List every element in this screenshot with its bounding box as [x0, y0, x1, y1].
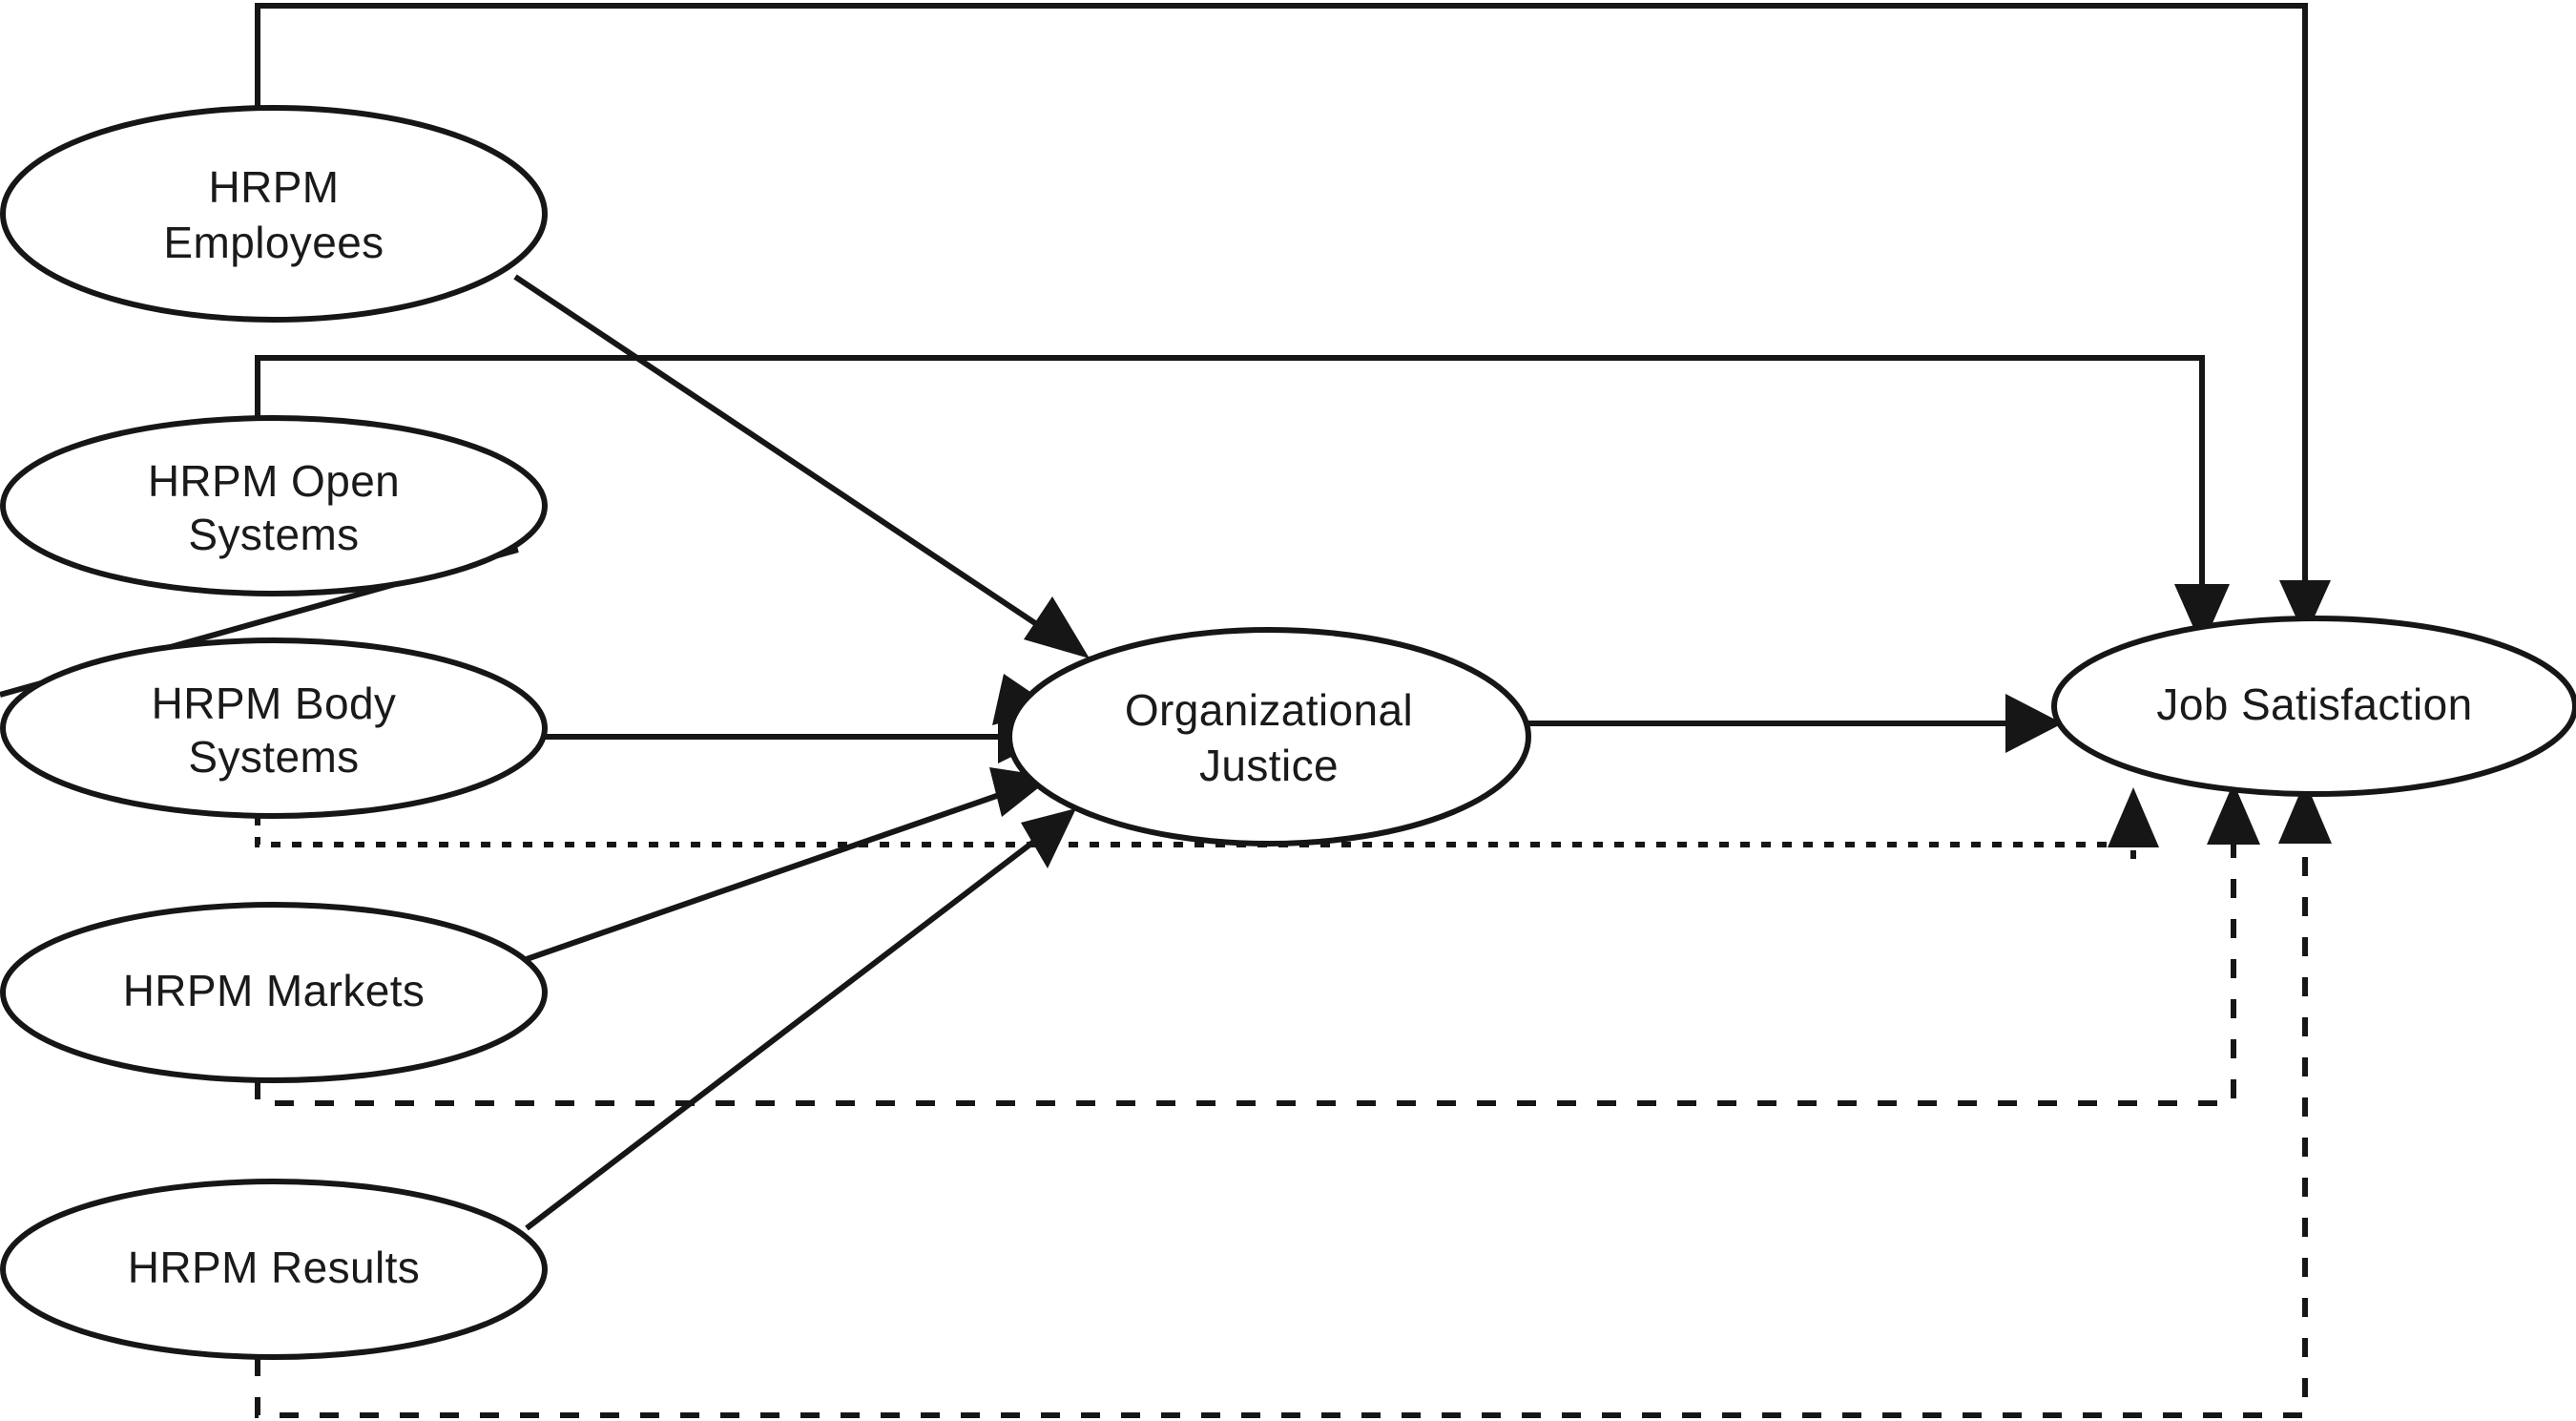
node-label-line1: HRPM Open	[148, 456, 400, 506]
ellipse-shape	[0, 902, 548, 1083]
node-hrpm-employees[interactable]: HRPM Employees	[0, 105, 548, 323]
ellipse-shape	[0, 105, 548, 323]
node-label-line2: Justice	[1199, 741, 1339, 790]
node-label-line1: HRPM	[208, 162, 339, 212]
arrow-head-icon	[2174, 584, 2230, 647]
node-label-line2: Systems	[188, 732, 359, 782]
node-label-line1: HRPM Body	[152, 679, 397, 728]
node-organizational-justice[interactable]: Organizational Justice	[1007, 627, 1531, 846]
arrow-head-icon	[2278, 781, 2332, 844]
node-label-line1: HRPM Markets	[123, 966, 426, 1015]
edge-hrpm-results-to-organizational-justice	[525, 808, 1076, 1231]
arrow-head-icon	[2207, 783, 2260, 845]
node-hrpm-body-systems[interactable]: HRPM Body Systems	[0, 637, 548, 819]
edge-hrpm-open-systems-to-job-satisfaction	[255, 355, 2230, 647]
edge-hrpm-employees-to-organizational-justice	[513, 274, 1090, 658]
arrow-head-icon	[2005, 694, 2063, 753]
arrow-head-icon	[1024, 596, 1090, 658]
ellipse-shape	[0, 1179, 548, 1360]
edge-hrpm-body-systems-to-organizational-justice	[539, 710, 1052, 763]
node-label-line2: Systems	[188, 510, 359, 559]
node-label-line1: Job Satisfaction	[2156, 679, 2472, 729]
ellipse-shape	[1007, 627, 1531, 846]
arrow-head-icon	[1021, 808, 1076, 868]
edge-hrpm-results-to-job-satisfaction	[255, 781, 2332, 1418]
node-job-satisfaction[interactable]: Job Satisfaction	[2051, 616, 2576, 797]
edge-hrpm-markets-to-organizational-justice	[526, 767, 1052, 962]
node-hrpm-markets[interactable]: HRPM Markets	[0, 902, 548, 1083]
ellipse-shape	[0, 637, 548, 819]
node-hrpm-open-systems[interactable]: HRPM Open Systems	[0, 415, 548, 596]
ellipse-shape	[0, 415, 548, 596]
edge-hrpm-markets-to-job-satisfaction	[255, 783, 2260, 1106]
node-label-line2: Employees	[163, 218, 384, 267]
node-hrpm-results[interactable]: HRPM Results	[0, 1179, 548, 1360]
edge-organizational-justice-to-job-satisfaction	[1527, 694, 2063, 753]
edge-hrpm-employees-to-job-satisfaction	[255, 3, 2331, 637]
ellipse-shape	[2051, 616, 2576, 797]
arrow-head-icon	[2108, 787, 2159, 847]
edge-hrpm-body-systems-to-organizational-justice	[255, 787, 2159, 859]
node-label-line1: HRPM Results	[128, 1243, 420, 1292]
arrow-head-icon	[2279, 580, 2331, 637]
node-label-line1: Organizational	[1125, 685, 1413, 735]
